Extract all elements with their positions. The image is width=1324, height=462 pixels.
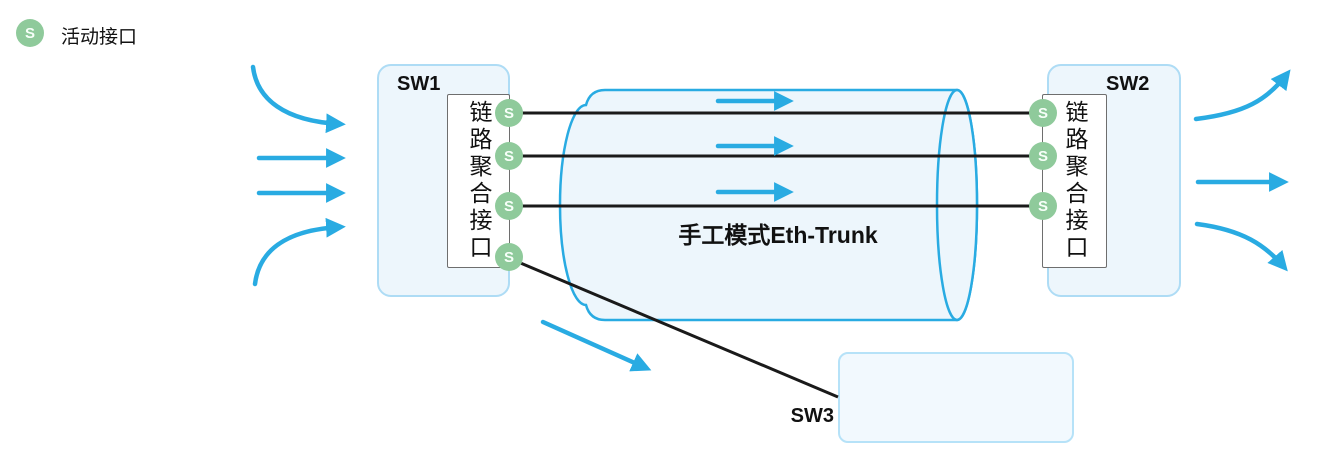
legend-label: 活动接口 xyxy=(61,27,138,48)
active-port-legend-icon: S xyxy=(16,19,44,47)
sw3-link-line xyxy=(510,257,839,399)
ingress-traffic-arrow-1 xyxy=(250,64,346,134)
sw1-port-3: S xyxy=(495,192,523,220)
sw2-lag-label: 链路聚合接口 xyxy=(1062,100,1088,262)
sw1-port-1: S xyxy=(495,99,523,127)
eth-trunk-mode-label: 手工模式Eth-Trunk xyxy=(678,222,878,248)
egress-traffic-arrow-3 xyxy=(1194,221,1288,272)
sw2-title: SW2 xyxy=(1106,73,1150,95)
member-links xyxy=(510,111,1036,399)
sw2-port-1: S xyxy=(1029,99,1057,127)
sw3-title: SW3 xyxy=(790,405,834,427)
traffic-arrows xyxy=(250,64,1291,372)
sw1-port-4: S xyxy=(495,243,523,271)
sw3-box xyxy=(838,352,1074,443)
sw2-port-3: S xyxy=(1029,192,1057,220)
sw3-traffic-arrow xyxy=(540,319,652,372)
sw1-title: SW1 xyxy=(397,73,441,95)
sw2-lag-box: 链路聚合接口 xyxy=(1042,94,1107,268)
egress-traffic-arrow-1 xyxy=(1193,69,1291,122)
sw1-lag-label: 链路聚合接口 xyxy=(466,100,492,262)
sw2-port-2: S xyxy=(1029,142,1057,170)
sw1-port-2: S xyxy=(495,142,523,170)
ingress-traffic-arrow-4 xyxy=(252,217,346,287)
